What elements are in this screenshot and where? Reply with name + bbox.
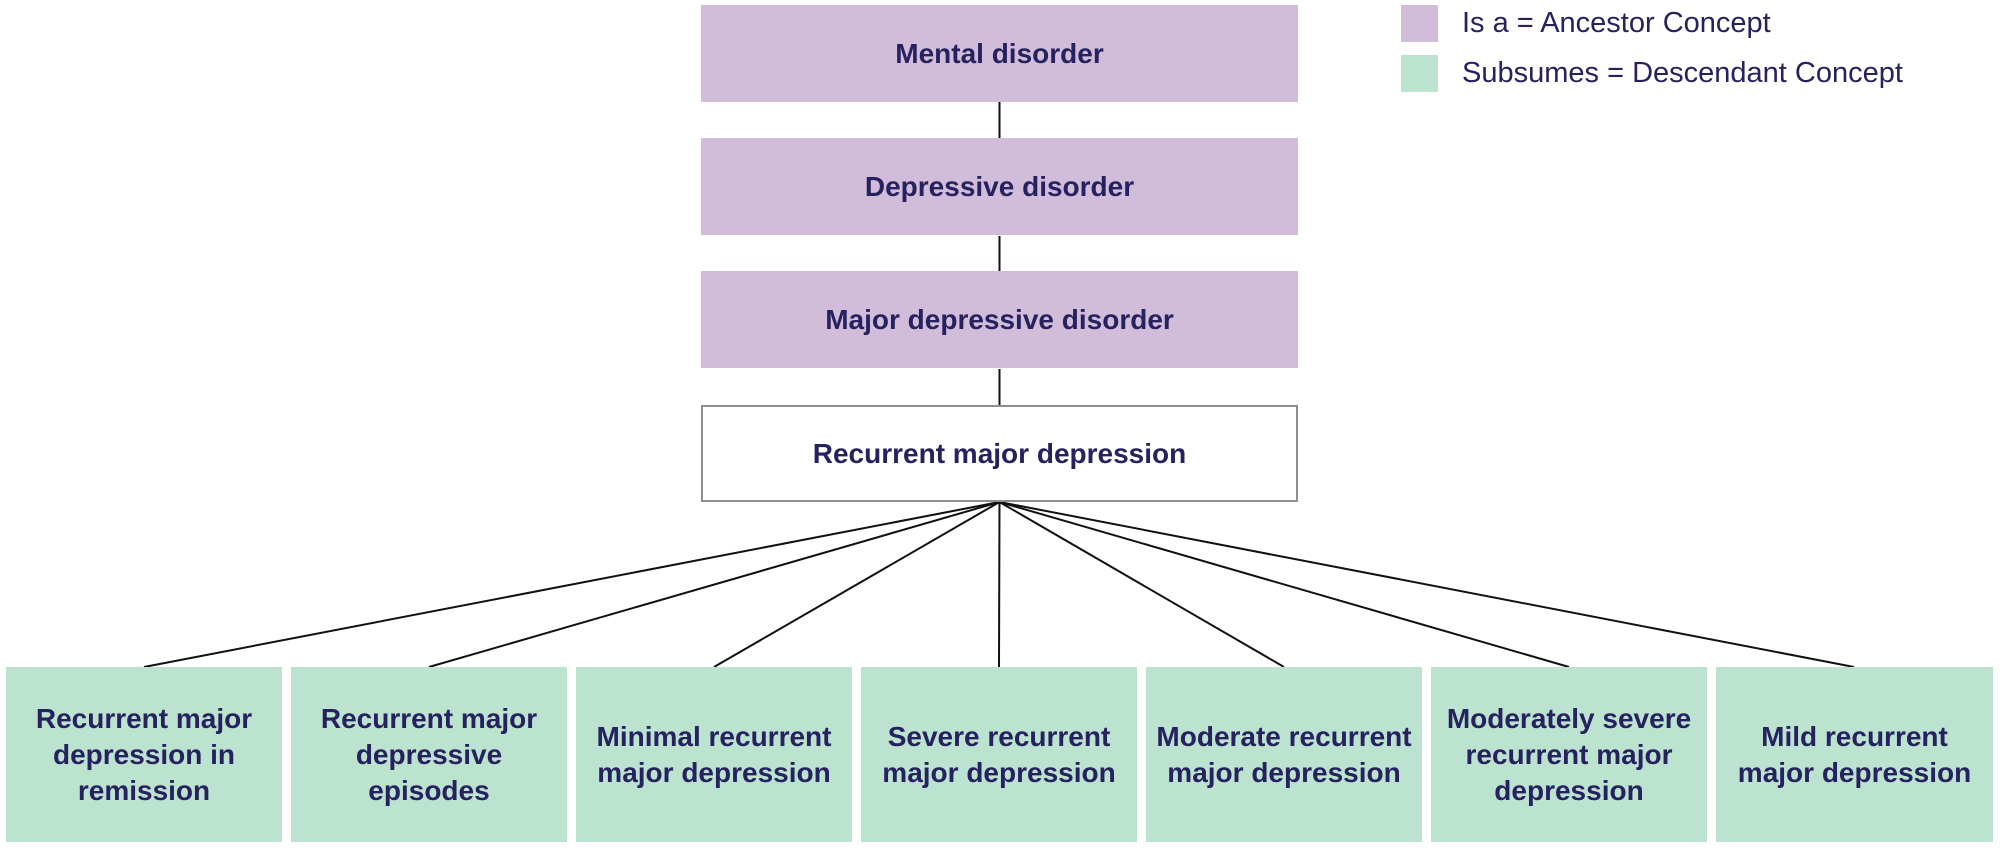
node-label: Mild recurrent major depression	[1737, 720, 1972, 788]
descendant-node[interactable]: Severe recurrent major depression	[861, 667, 1137, 842]
node-label: Recurrent major depressive episodes	[320, 702, 538, 806]
connector-line	[999, 501, 1570, 668]
ancestor-node-major-depressive-disorder[interactable]: Major depressive disorder	[701, 271, 1298, 368]
ancestor-node-depressive-disorder[interactable]: Depressive disorder	[701, 138, 1298, 235]
connector-line	[428, 501, 1000, 668]
node-label: Moderate recurrent major depression	[1156, 720, 1412, 788]
legend-label: Is a = Ancestor Concept	[1462, 7, 1771, 39]
node-label: Minimal recurrent major depression	[596, 720, 832, 788]
legend-item-ancestor: Is a = Ancestor Concept	[1401, 5, 1771, 42]
connector-line	[998, 501, 1285, 668]
descendant-node[interactable]: Moderately severe recurrent major depres…	[1431, 667, 1707, 842]
ancestor-node-mental-disorder[interactable]: Mental disorder	[701, 5, 1298, 102]
node-label: Recurrent major depression	[812, 437, 1187, 469]
descendant-node[interactable]: Mild recurrent major depression	[1716, 667, 1993, 842]
node-label: Severe recurrent major depression	[882, 720, 1116, 788]
legend-swatch-descendant	[1401, 55, 1438, 92]
descendant-node[interactable]: Recurrent major depressive episodes	[291, 667, 567, 842]
node-label: Depressive disorder	[864, 170, 1135, 202]
connector-line	[143, 501, 1000, 668]
descendant-node[interactable]: Moderate recurrent major depression	[1146, 667, 1422, 842]
descendant-node[interactable]: Recurrent major depression in remission	[6, 667, 282, 842]
focus-node-recurrent-major-depression[interactable]: Recurrent major depression	[701, 405, 1298, 502]
connector-line	[998, 501, 1001, 668]
legend-swatch-ancestor	[1401, 5, 1438, 42]
node-label: Recurrent major depression in remission	[35, 702, 253, 806]
node-label: Mental disorder	[895, 37, 1104, 69]
descendant-node[interactable]: Minimal recurrent major depression	[576, 667, 852, 842]
node-label: Major depressive disorder	[825, 303, 1174, 335]
legend-label: Subsumes = Descendant Concept	[1462, 57, 1903, 89]
connector-line	[713, 501, 1001, 668]
node-label: Moderately severe recurrent major depres…	[1446, 702, 1692, 806]
legend-item-descendant: Subsumes = Descendant Concept	[1401, 55, 1903, 92]
connector-line	[999, 501, 1855, 668]
